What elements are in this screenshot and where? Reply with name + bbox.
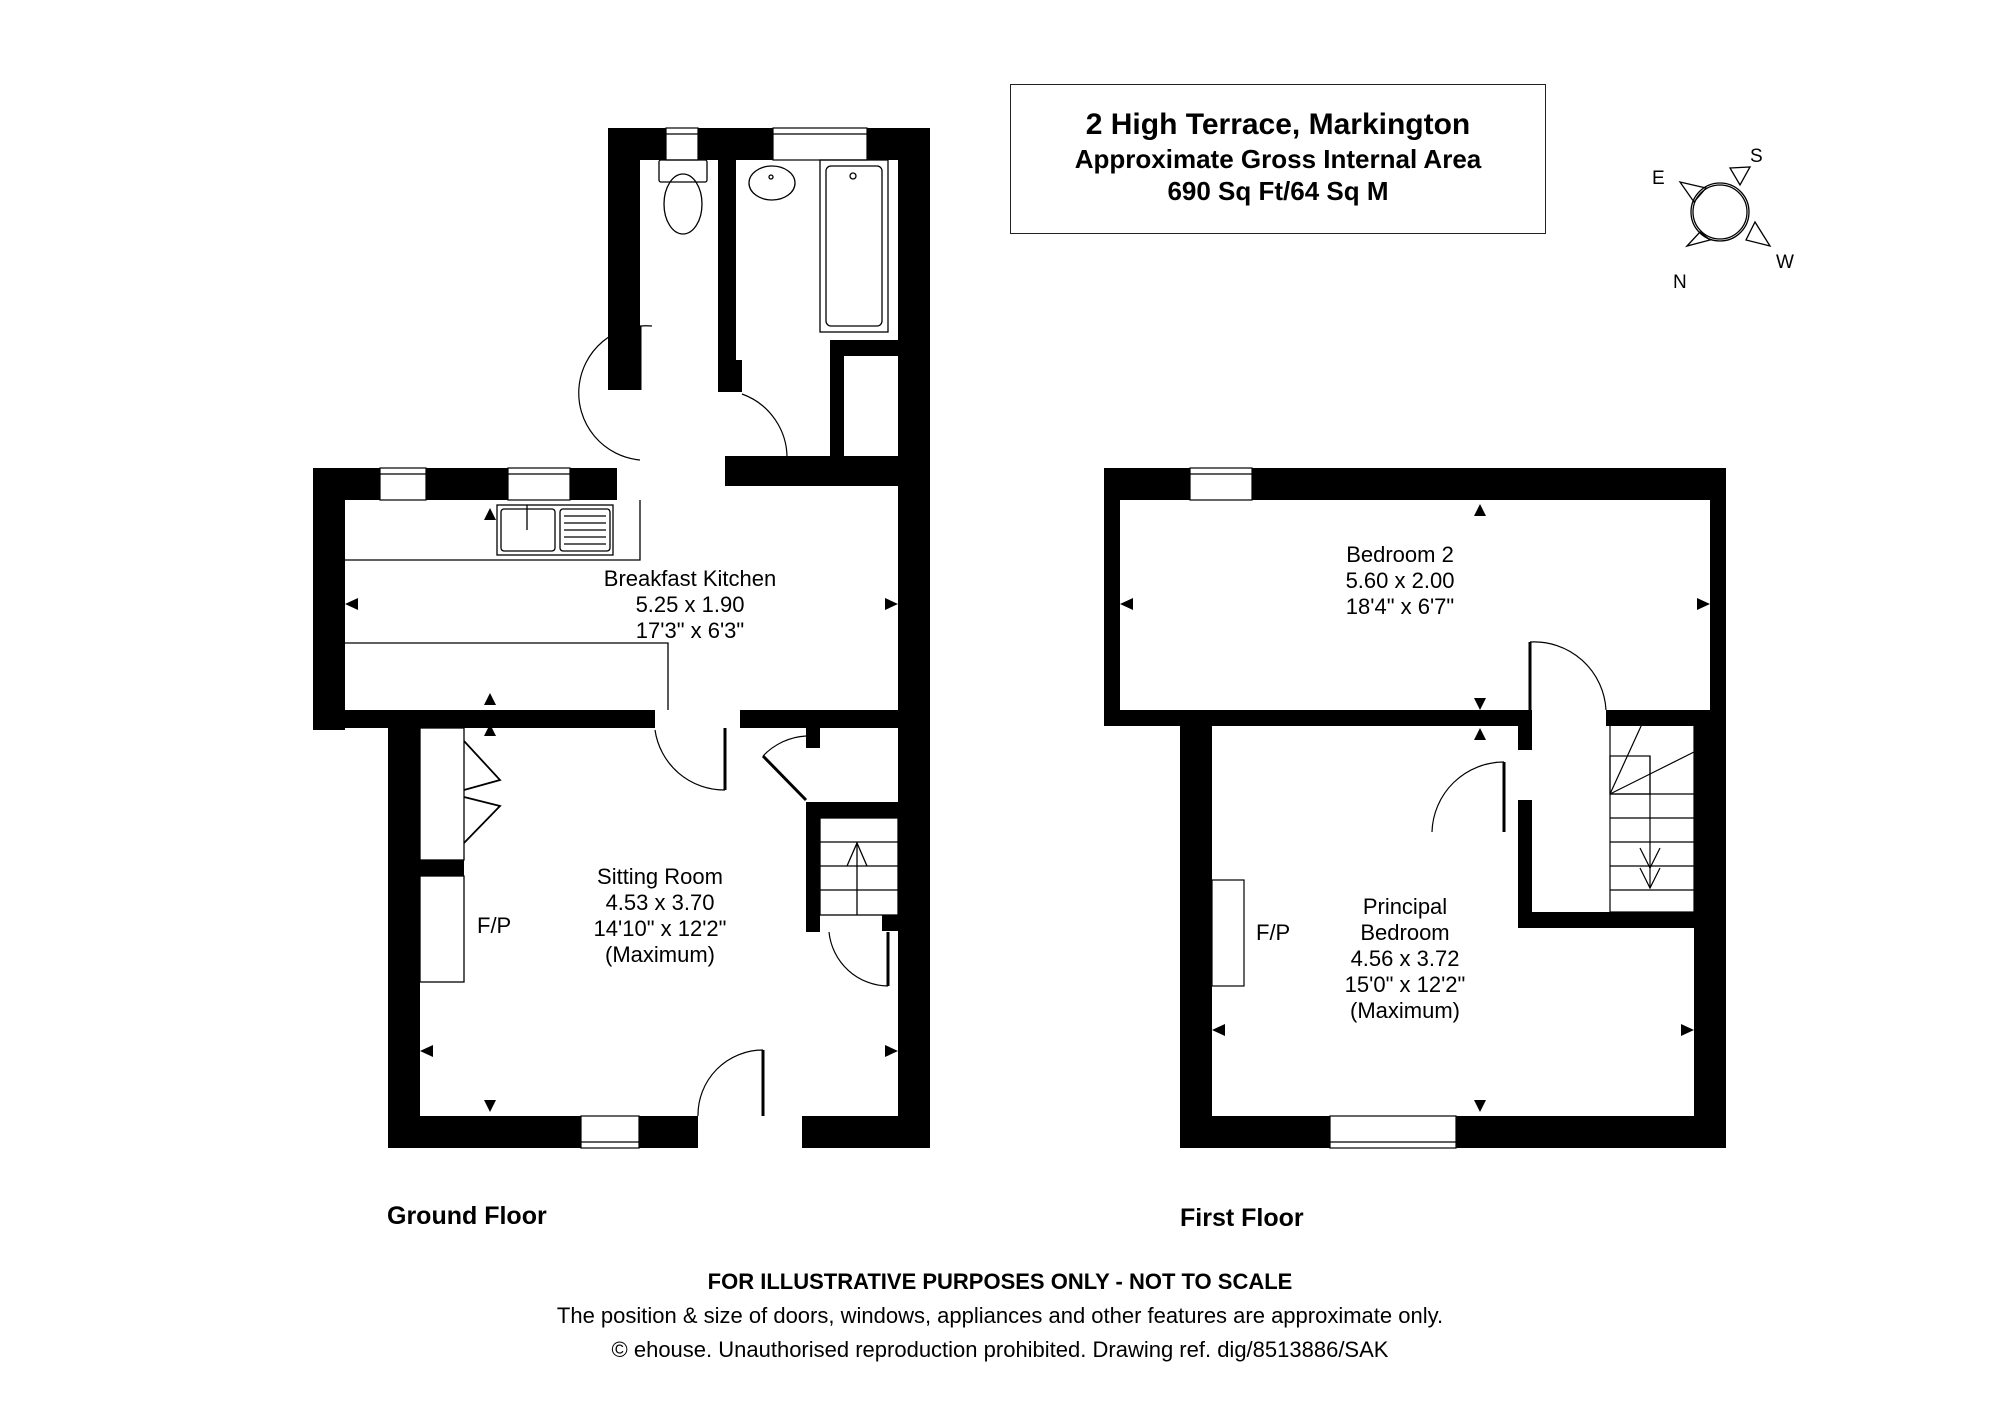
room-name: Sitting Room (597, 864, 723, 889)
ground-dimension-arrows (345, 508, 898, 1112)
room-metric: 5.60 x 2.00 (1345, 568, 1455, 593)
room-label-sitting-room: Sitting Room 4.53 x 3.70 14'10" x 12'2" … (530, 864, 790, 968)
first-windows (1189, 467, 1457, 1149)
bath-icon (819, 159, 889, 333)
room-metric: 4.56 x 3.72 (1350, 946, 1460, 971)
compass-icon (1678, 166, 1772, 248)
room-name-line1: Principal (1362, 894, 1448, 919)
first-floor-label: First Floor (1180, 1204, 1304, 1232)
fireplace-label-first: F/P (1256, 920, 1291, 945)
first-fixtures (1211, 723, 1695, 987)
room-imperial: 15'0" x 12'2" (1344, 972, 1466, 997)
fireplace-hearth (1211, 879, 1245, 987)
first-dimension-arrows (1120, 504, 1710, 1112)
basin-icon (748, 165, 796, 201)
compass-north-label: N (1673, 272, 1687, 293)
compass-east-label: E (1652, 168, 1665, 189)
room-imperial: 18'4" x 6'7" (1345, 594, 1455, 619)
compass-west-label: W (1776, 252, 1794, 273)
area-label: Approximate Gross Internal Area (1074, 144, 1482, 174)
ground-floor-label: Ground Floor (387, 1202, 547, 1230)
ground-windows (379, 127, 868, 1149)
room-note: (Maximum) (1350, 998, 1460, 1023)
approximation-note: The position & size of doors, windows, a… (556, 1303, 1444, 1328)
room-name-line2: Bedroom (1360, 920, 1450, 945)
fireplace-hearth (419, 875, 465, 983)
ground-doors (463, 325, 890, 1117)
room-label-breakfast-kitchen: Breakfast Kitchen 5.25 x 1.90 17'3" x 6'… (560, 566, 820, 644)
room-imperial: 17'3" x 6'3" (635, 618, 745, 643)
copyright-notice: © ehouse. Unauthorised reproduction proh… (611, 1337, 1389, 1362)
footer: FOR ILLUSTRATIVE PURPOSES ONLY - NOT TO … (0, 1265, 2000, 1367)
fireplace-label-ground: F/P (477, 913, 512, 938)
toilet-cistern-icon (658, 159, 708, 183)
room-imperial: 14'10" x 12'2" (593, 916, 727, 941)
room-label-bedroom-2: Bedroom 2 5.60 x 2.00 18'4" x 6'7" (1300, 542, 1500, 620)
room-name: Breakfast Kitchen (603, 566, 777, 591)
toilet-bowl-icon (663, 173, 703, 235)
compass-south-label: S (1750, 146, 1763, 167)
room-metric: 4.53 x 3.70 (605, 890, 715, 915)
ground-fixtures (345, 159, 899, 983)
room-note: (Maximum) (605, 942, 715, 967)
first-doors (1431, 641, 1607, 833)
room-label-principal-bedroom: Principal Bedroom 4.56 x 3.72 15'0" x 12… (1310, 894, 1500, 1024)
area-value: 690 Sq Ft/64 Sq M (1167, 176, 1389, 206)
room-metric: 5.25 x 1.90 (635, 592, 745, 617)
first-floor-plan (1104, 468, 1726, 1148)
room-name: Bedroom 2 (1346, 542, 1454, 567)
disclaimer: FOR ILLUSTRATIVE PURPOSES ONLY - NOT TO … (707, 1269, 1293, 1294)
sink-icon (496, 504, 614, 556)
property-title-box: 2 High Terrace, Markington Approximate G… (1010, 84, 1546, 234)
property-address: 2 High Terrace, Markington (1085, 108, 1471, 141)
